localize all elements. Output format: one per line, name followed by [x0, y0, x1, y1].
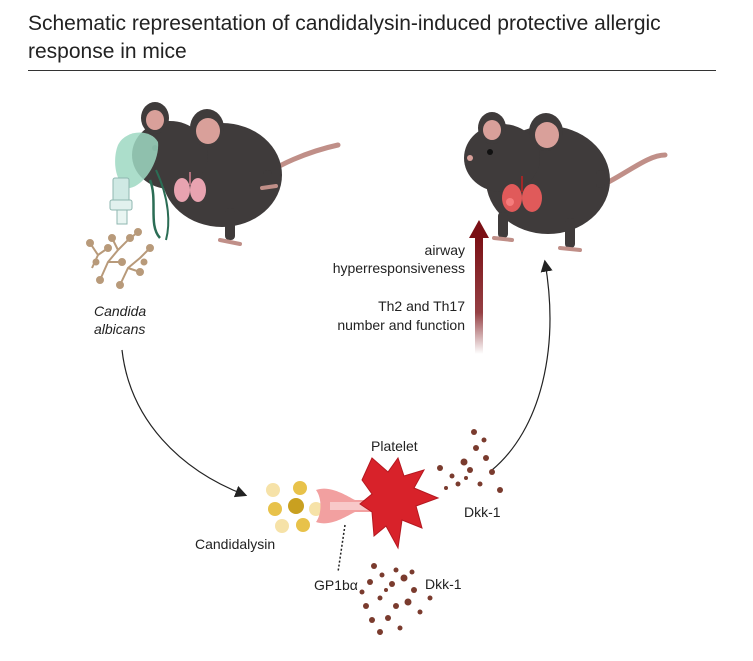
platelet-label: Platelet: [371, 438, 418, 454]
candida-albicans-icon: [86, 228, 154, 289]
candidalysin-icon: [266, 481, 323, 533]
candidalysin-label: Candidalysin: [195, 536, 276, 552]
candida-label-line2: albicans: [94, 321, 146, 337]
mouse-left: [109, 102, 341, 246]
ahr-label-line1: airway: [424, 242, 465, 258]
dkk1-label-bottom: Dkk-1: [425, 576, 462, 592]
gp1ba-receptor-icon: [316, 488, 372, 524]
lung-icon-left: [174, 172, 206, 202]
dkk1-cluster-right: [437, 429, 503, 493]
mouse-right: [464, 112, 668, 252]
dkk1-cluster-bottom: [359, 563, 433, 635]
platelet-icon: [359, 456, 440, 550]
gp1ba-pointer: [337, 524, 346, 573]
inflamed-lung-icon: [502, 176, 542, 212]
title-divider: [28, 70, 716, 71]
figure-title: Schematic representation of candidalysin…: [28, 12, 661, 63]
arrow-candida-to-candidalysin: [121, 349, 248, 498]
candida-label-line1: Candida: [94, 303, 147, 319]
ahr-label-line2: hyperresponsiveness: [332, 260, 465, 276]
arrow-dkk1-to-mouse: [491, 259, 553, 471]
nebulizer-mask-icon: [109, 132, 170, 241]
gp1ba-label: GP1bα: [314, 577, 358, 593]
th-label-line1: Th2 and Th17: [378, 298, 465, 314]
increase-arrow: [469, 220, 489, 354]
dkk1-label-right: Dkk-1: [464, 504, 501, 520]
th-label-line2: number and function: [337, 317, 465, 333]
